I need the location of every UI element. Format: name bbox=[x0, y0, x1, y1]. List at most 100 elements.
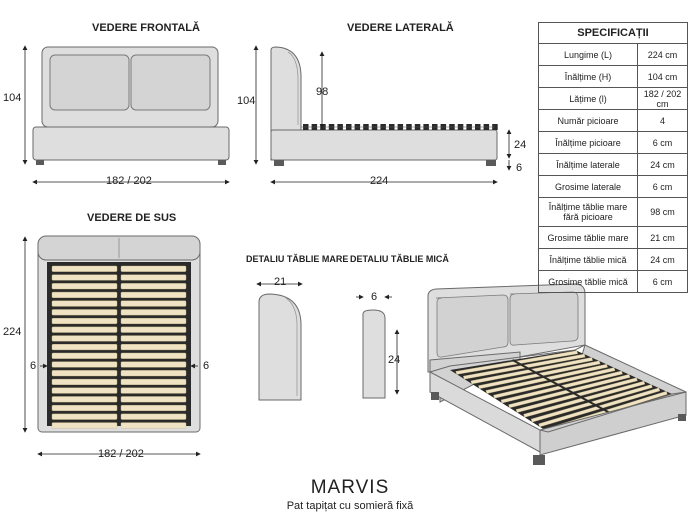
top-slat bbox=[120, 370, 187, 377]
top-dimension-lines bbox=[22, 236, 201, 457]
side-dimension-lines bbox=[253, 45, 512, 185]
top-slat bbox=[51, 291, 118, 298]
top-slat bbox=[120, 405, 187, 412]
spec-value: 104 cm bbox=[637, 65, 688, 88]
spec-value: 6 cm bbox=[637, 270, 688, 293]
spec-row: Lățime (l)182 / 202 cm bbox=[538, 87, 688, 110]
top-slat bbox=[51, 335, 118, 342]
spec-name: Înălțime (H) bbox=[538, 65, 638, 88]
top-slat bbox=[120, 283, 187, 290]
label-detail-small: DETALIU TĂBLIE MICĂ bbox=[350, 254, 449, 264]
dim-small-height: 24 bbox=[388, 354, 401, 366]
spec-name: Lungime (L) bbox=[538, 43, 638, 66]
dim-side-headboard: 98 bbox=[316, 86, 329, 98]
top-slat bbox=[51, 361, 118, 368]
top-slat bbox=[120, 318, 187, 325]
spec-value: 182 / 202 cm bbox=[637, 87, 688, 110]
label-top-view: VEDERE DE SUS bbox=[87, 212, 177, 224]
spec-value: 24 cm bbox=[637, 153, 688, 176]
label-side-view: VEDERE LATERALĂ bbox=[347, 22, 454, 34]
top-slat bbox=[120, 344, 187, 351]
dim-small-thickness: 6 bbox=[371, 291, 378, 303]
spec-value: 24 cm bbox=[637, 248, 688, 271]
dim-top-width: 182 / 202 bbox=[98, 448, 144, 460]
top-slat bbox=[120, 422, 187, 429]
dim-side-total-height: 104 bbox=[237, 95, 256, 107]
spec-row: Înălțime (H)104 cm bbox=[538, 65, 688, 88]
spec-name: Înălțime picioare bbox=[538, 131, 638, 154]
top-slat bbox=[120, 413, 187, 420]
side-leg-right bbox=[486, 160, 496, 166]
front-base bbox=[32, 126, 230, 161]
spec-name: Grosime tăblie mică bbox=[538, 270, 638, 293]
spec-value: 21 cm bbox=[637, 226, 688, 249]
top-slat bbox=[51, 265, 118, 272]
front-leg-right bbox=[218, 160, 226, 165]
side-view-bed bbox=[270, 46, 498, 166]
spec-value: 98 cm bbox=[637, 197, 688, 227]
dim-side-rail: 24 bbox=[514, 139, 527, 151]
dim-top-length: 224 bbox=[3, 326, 22, 338]
top-slat bbox=[120, 352, 187, 359]
top-slat bbox=[51, 405, 118, 412]
specifications-title: SPECIFICAȚII bbox=[538, 22, 688, 44]
spec-value: 6 cm bbox=[637, 175, 688, 198]
front-view-bed bbox=[32, 46, 230, 165]
dim-side-leg: 6 bbox=[516, 162, 523, 174]
perspective-view-bed bbox=[427, 283, 687, 465]
spec-name: Grosime laterale bbox=[538, 175, 638, 198]
spec-name: Lățime (l) bbox=[538, 87, 638, 110]
spec-name: Înălțime tăblie mică bbox=[538, 248, 638, 271]
top-slat bbox=[120, 291, 187, 298]
dim-top-right: 6 bbox=[203, 360, 210, 372]
top-slat bbox=[51, 387, 118, 394]
top-slat bbox=[51, 318, 118, 325]
label-front-view: VEDERE FRONTALĂ bbox=[92, 22, 200, 34]
spec-name: Număr picioare bbox=[538, 109, 638, 132]
top-slat bbox=[51, 309, 118, 316]
top-slat bbox=[120, 335, 187, 342]
top-slat bbox=[51, 370, 118, 377]
top-slat bbox=[120, 387, 187, 394]
spec-value: 6 cm bbox=[637, 131, 688, 154]
detail-small-headboard bbox=[362, 309, 386, 399]
top-slat bbox=[120, 396, 187, 403]
top-slat bbox=[120, 309, 187, 316]
side-rail bbox=[270, 129, 498, 161]
spec-name: Înălțime laterale bbox=[538, 153, 638, 176]
top-slat bbox=[120, 274, 187, 281]
top-slat bbox=[51, 413, 118, 420]
front-leg-left bbox=[36, 160, 44, 165]
persp-leg-left bbox=[431, 392, 439, 400]
spec-name: Înălțime tăblie mare fără picioare bbox=[538, 197, 638, 227]
top-slat bbox=[51, 274, 118, 281]
front-dimension-lines bbox=[22, 45, 230, 185]
top-slat bbox=[51, 422, 118, 429]
label-detail-large: DETALIU TĂBLIE MARE bbox=[246, 254, 349, 264]
top-slat bbox=[51, 283, 118, 290]
persp-center-beam bbox=[512, 359, 611, 414]
persp-leg-right bbox=[678, 414, 686, 421]
top-slat bbox=[120, 378, 187, 385]
top-slat bbox=[120, 300, 187, 307]
spec-value: 224 cm bbox=[637, 43, 688, 66]
top-slat bbox=[120, 361, 187, 368]
top-slat bbox=[120, 326, 187, 333]
dim-top-left: 6 bbox=[30, 360, 37, 372]
top-view-bed bbox=[37, 235, 201, 433]
top-slat bbox=[51, 344, 118, 351]
spec-row: Lungime (L)224 cm bbox=[538, 43, 688, 66]
spec-name: Grosime tăblie mare bbox=[538, 226, 638, 249]
persp-leg-front bbox=[533, 455, 545, 465]
